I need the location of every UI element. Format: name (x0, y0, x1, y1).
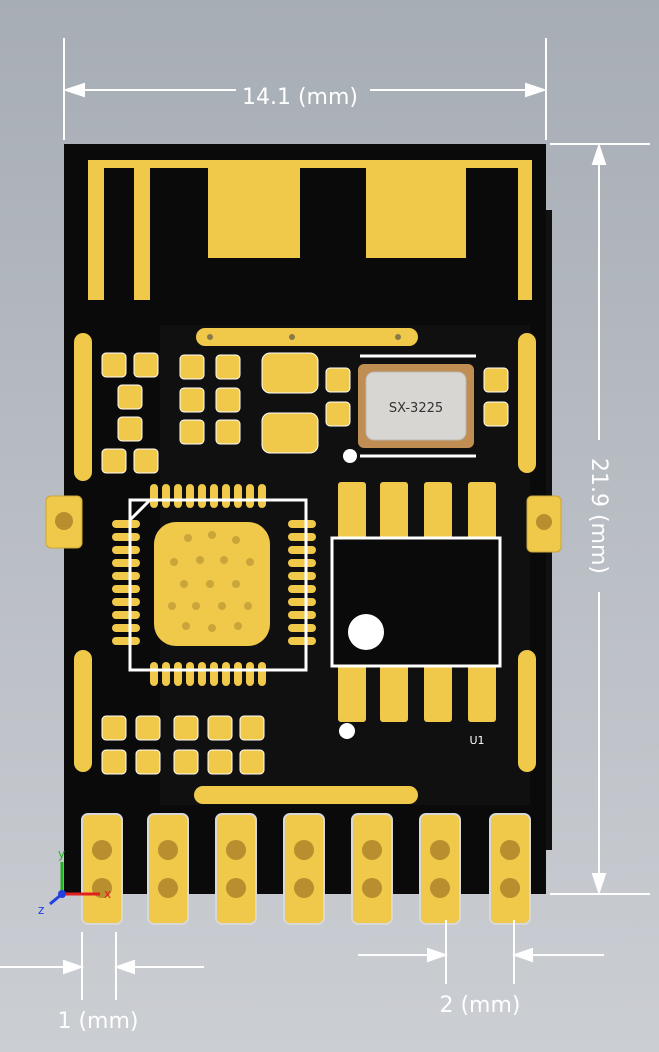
qfn-pin (288, 546, 316, 554)
thermal-via (168, 602, 176, 610)
qfn-pin (288, 533, 316, 541)
smd-passives-top (101, 352, 509, 474)
qfn-pin (174, 662, 182, 686)
thermal-via (232, 536, 240, 544)
qfn-pin (288, 585, 316, 593)
edge-pin (283, 813, 325, 925)
qfn-pin (112, 598, 140, 606)
qfn-pin (186, 484, 194, 508)
edge-pin (489, 813, 531, 925)
qfn-pin (288, 637, 316, 645)
thermal-via (192, 602, 200, 610)
qfn-pin (112, 637, 140, 645)
edge-pin (81, 813, 123, 925)
qfn-pin (162, 662, 170, 686)
thermal-via (234, 622, 242, 630)
qfn-pin (246, 484, 254, 508)
thermal-via (206, 580, 214, 588)
thermal-via (218, 602, 226, 610)
pad-width-dimension-label: 1 (mm) (57, 1009, 138, 1034)
crystal-oscillator: SX-3225 (343, 354, 476, 463)
height-dimension-label: 21.9 (mm) (586, 458, 611, 574)
edge-pins (81, 813, 531, 925)
qfn-pin (162, 484, 170, 508)
qfn-pin (150, 484, 158, 508)
qfn-pin (222, 484, 230, 508)
thermal-via (170, 558, 178, 566)
qfn-pin (258, 662, 266, 686)
qfn-pin (112, 533, 140, 541)
qfn-pin (210, 484, 218, 508)
side-mount-left (45, 495, 83, 549)
qfn-pin (288, 520, 316, 528)
edge-pin (419, 813, 461, 925)
edge-pin (147, 813, 189, 925)
thermal-via (180, 580, 188, 588)
qfn-pin (112, 546, 140, 554)
qfn-pin (222, 662, 230, 686)
qfn-pin (288, 624, 316, 632)
qfn-pin (112, 624, 140, 632)
qfn-pin (234, 484, 242, 508)
qfn-pin (210, 662, 218, 686)
width-dimension-label: 14.1 (mm) (242, 85, 358, 110)
thermal-via (208, 531, 216, 539)
crystal-label: SX-3225 (389, 401, 443, 416)
smd-passives-bottom (101, 715, 265, 775)
qfn-pin (112, 611, 140, 619)
qfn-pin (258, 484, 266, 508)
thermal-via (220, 556, 228, 564)
module-ref-label: U1 (469, 734, 484, 747)
qfn-pin (246, 662, 254, 686)
axis-z-label: z (38, 903, 44, 917)
qfn-pin (288, 611, 316, 619)
qfn-pin (112, 559, 140, 567)
axis-x-label: x (104, 887, 111, 901)
qfn-pin (198, 484, 206, 508)
thermal-via (232, 580, 240, 588)
qfn-pin (234, 662, 242, 686)
rf-module: U1 (330, 482, 502, 747)
qfn-pin (288, 572, 316, 580)
qfn-pin (112, 585, 140, 593)
qfn-pin (174, 484, 182, 508)
qfn-pin (150, 662, 158, 686)
side-mount-right (526, 495, 562, 553)
edge-pin (351, 813, 393, 925)
pad-pitch-dimension-label: 2 (mm) (439, 993, 520, 1018)
thermal-via (196, 556, 204, 564)
qfn-pin (288, 559, 316, 567)
antenna-trace (88, 160, 532, 300)
qfn-pin (112, 520, 140, 528)
thermal-via (244, 602, 252, 610)
axis-y-label: y (58, 847, 65, 861)
qfn-pin (186, 662, 194, 686)
edge-pin (215, 813, 257, 925)
qfn-pin (198, 662, 206, 686)
ground-bars (74, 328, 536, 804)
qfn-pin (288, 598, 316, 606)
thermal-via (246, 558, 254, 566)
dimension-lines (0, 38, 650, 1000)
qfn-pin (112, 572, 140, 580)
thermal-via (184, 534, 192, 542)
thermal-via (182, 622, 190, 630)
axis-triad: x y z (38, 847, 111, 917)
qfn-chip (112, 484, 316, 686)
thermal-via (208, 624, 216, 632)
